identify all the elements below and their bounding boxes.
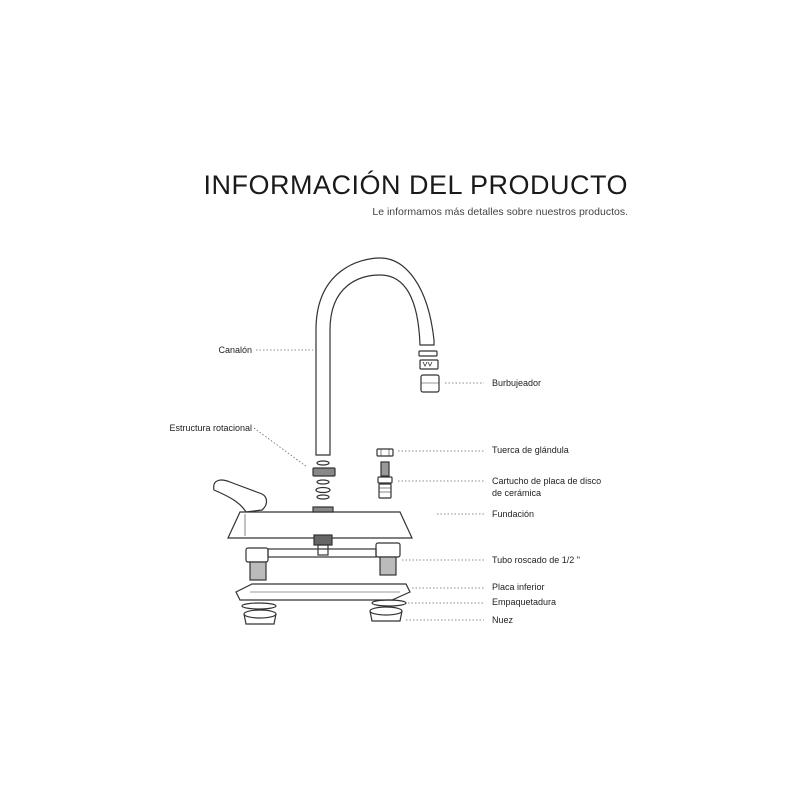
lower-plate-part: [235, 583, 411, 601]
cartridge-part: [377, 461, 393, 499]
spout-outline: [315, 257, 435, 456]
label-cartucho-line2: de cerámica: [492, 488, 542, 498]
foundation-part: [227, 506, 413, 539]
page-subtitle: Le informamos más detalles sobre nuestro…: [372, 206, 628, 218]
label-nuez: Nuez: [492, 615, 514, 625]
gland-nut-part: [376, 448, 394, 457]
label-fundacion: Fundación: [492, 509, 535, 519]
threaded-pipe-part: [245, 534, 401, 581]
label-burbujeador: Burbujeador: [492, 378, 542, 388]
rotational-structure-part: [312, 460, 336, 500]
label-empaquetadura: Empaquetadura: [492, 597, 557, 607]
gasket-part: [241, 599, 407, 610]
label-canalon: Canalón: [218, 345, 252, 355]
label-estructura-rotacional: Estructura rotacional: [169, 423, 252, 433]
nut-part: [243, 606, 403, 625]
handle-part: [213, 479, 268, 513]
label-tuerca-glandula: Tuerca de glándula: [492, 445, 569, 455]
label-placa-inferior: Placa inferior: [492, 582, 545, 592]
page-title: INFORMACIÓN DEL PRODUCTO: [203, 170, 628, 200]
leader-estructura: [253, 427, 308, 468]
aerator-part: [418, 350, 440, 393]
label-cartucho-line1: Cartucho de placa de disco: [492, 476, 602, 486]
label-tubo-roscado: Tubo roscado de 1/2 ": [492, 555, 580, 565]
